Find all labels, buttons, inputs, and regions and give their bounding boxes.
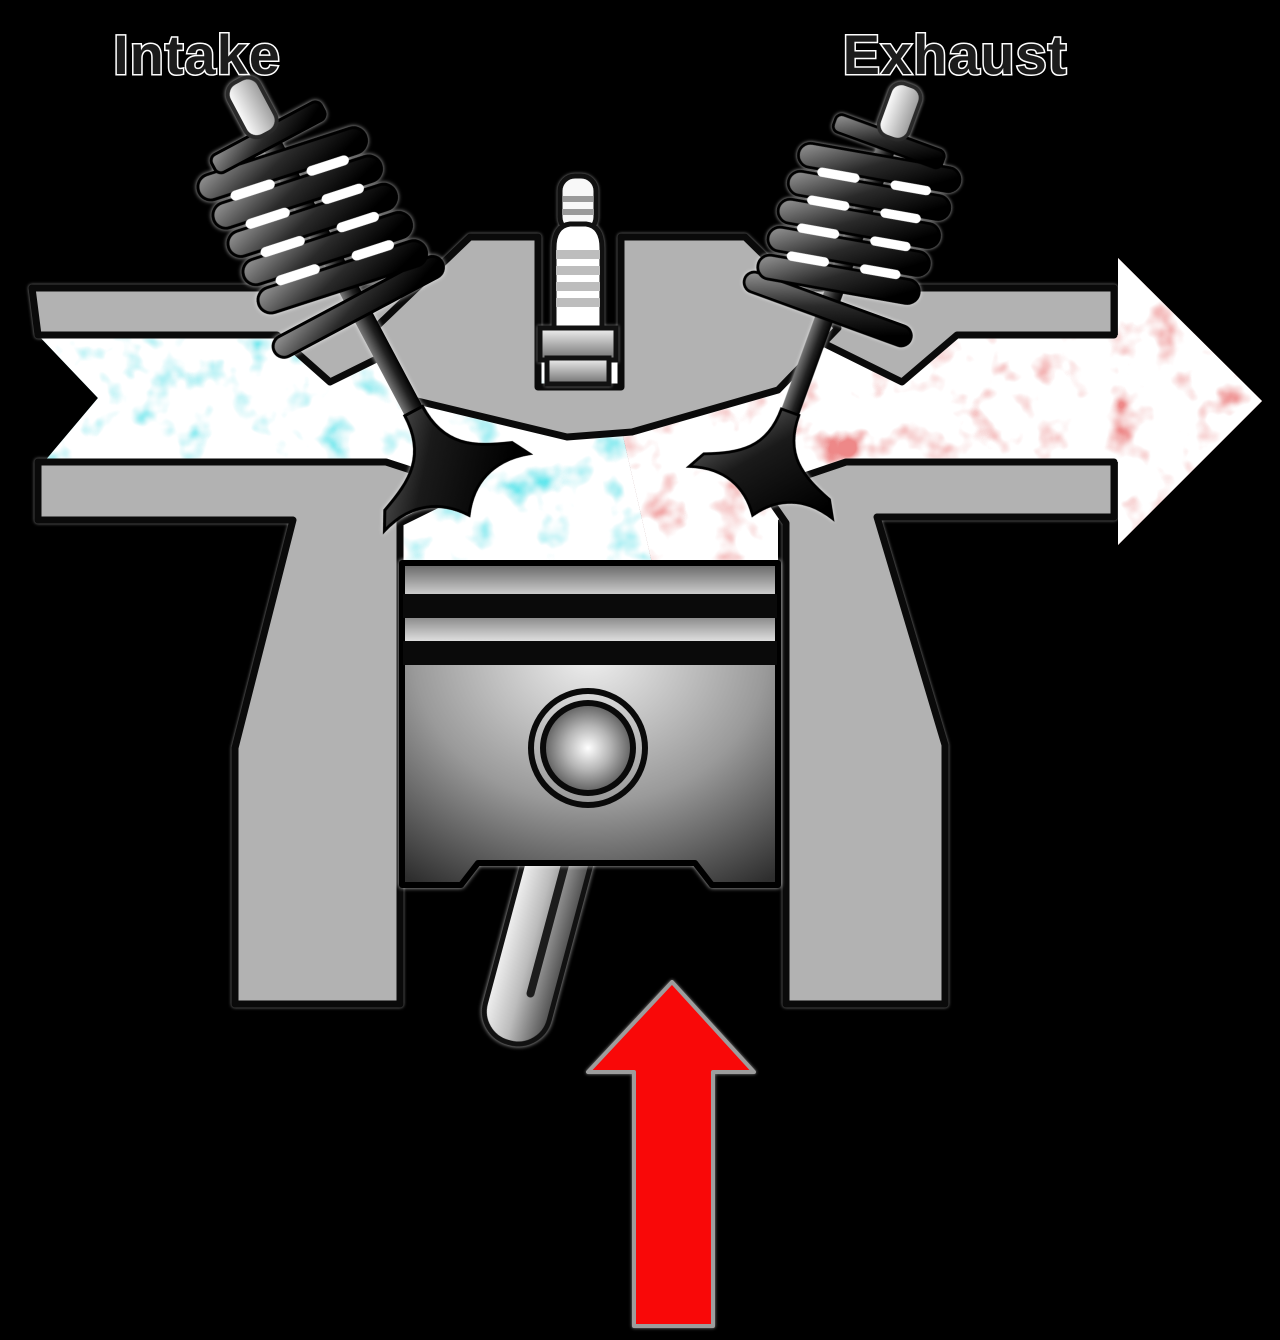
piston-ring-second: [403, 641, 777, 665]
spring-highlight-slots: [230, 155, 395, 286]
spark-plug-shell-step: [544, 355, 612, 387]
wrist-pin-bore: [528, 688, 648, 808]
spark-plug-shell: [537, 325, 619, 363]
spark-plug-terminal-ribs: [562, 196, 594, 215]
exhaust-valve-spring-seat: [742, 270, 913, 348]
intake-valve-stem-tip: [225, 75, 279, 140]
spring-highlight-slots: [786, 167, 931, 280]
spark-plug: [537, 173, 619, 387]
intake-label: Intake: [113, 23, 281, 86]
wrist-pin: [540, 700, 636, 796]
intake-valve-spring: [196, 126, 429, 315]
exhaust-valve-spring: [756, 141, 962, 305]
exhaust-valve-head: [685, 407, 835, 522]
exhaust-valve-stem-tip: [876, 81, 923, 142]
piston: [399, 560, 781, 888]
piston-ring-top: [403, 594, 777, 618]
spark-plug-insulator: [551, 221, 605, 333]
piston-motion-up-arrow: [586, 980, 756, 1328]
piston-ring-land: [405, 618, 775, 641]
intake-valve-assembly: [196, 75, 534, 535]
spark-plug-insulator-ribs: [556, 250, 600, 307]
intake-valve-head: [382, 404, 534, 535]
intake-valve-spring-seat: [271, 254, 445, 359]
exhaust-valve-assembly: [685, 81, 962, 522]
piston-crown-band: [405, 566, 775, 594]
exhaust-label: Exhaust: [843, 23, 1068, 86]
